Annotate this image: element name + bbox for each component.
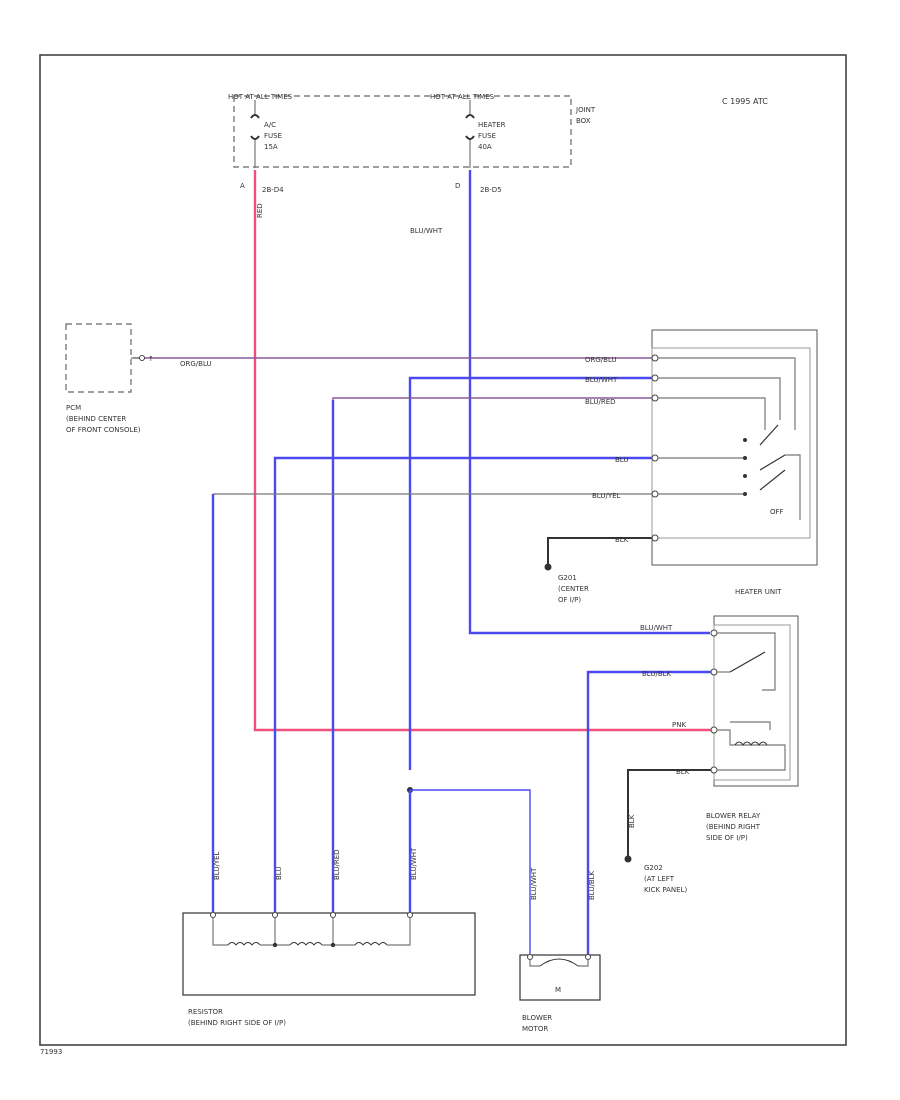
svg-text:D: D [455, 182, 460, 190]
svg-text:2B-D5: 2B-D5 [480, 186, 502, 194]
label-v-blu-wht-motor: BLU/WHT [530, 867, 538, 900]
label-blu-wht-relay: BLU/WHT [640, 624, 673, 632]
label-blu-wht-main: BLU/WHT [410, 227, 443, 235]
wire-blu-wht-switch [408, 376, 652, 770]
heater-unit-label: HEATER UNIT [735, 588, 782, 596]
label-org-blu-right: ORG/BLU [585, 356, 617, 364]
svg-text:M: M [555, 986, 561, 994]
wire-blk-relay-ground [627, 769, 712, 858]
svg-text:A: A [240, 182, 245, 190]
blower-resistor [182, 912, 476, 996]
label-blk-relay-vertical: BLK [628, 814, 636, 828]
label-v-blu-blk-motor: BLU/BLK [588, 870, 596, 900]
label-pnk: PNK [672, 721, 686, 729]
wire-blu [273, 456, 652, 912]
wire-blu-blk [586, 670, 712, 955]
heater-control-switch: OFF [651, 329, 818, 566]
label-blk-relay: BLK [676, 768, 690, 776]
fuse-box-left-label: HOT AT ALL TIMES [228, 93, 293, 101]
label-blu-yel-switch: BLU/YEL [592, 492, 621, 500]
fuse-box-outline [233, 95, 572, 168]
label-v-blu-red: BLU/RED [333, 849, 341, 880]
label-v-blu-wht: BLU/WHT [410, 847, 418, 880]
copyright-text: C 1995 ATC [722, 97, 768, 106]
svg-text:2B-D4: 2B-D4 [262, 186, 284, 194]
blower-relay [710, 615, 799, 787]
resistor-label: RESISTOR(BEHIND RIGHT SIDE OF I/P) [188, 1008, 286, 1027]
wire-blu-wht-motor [410, 789, 531, 955]
label-blk-switch: BLK [615, 536, 629, 544]
label-blu-red-switch: BLU/RED [585, 398, 616, 406]
label-blu-wht-switch: BLU/WHT [585, 376, 618, 384]
label-org-blu-left: ORG/BLU [180, 360, 212, 368]
diagram-frame [39, 54, 847, 1046]
label-red: RED [256, 203, 264, 218]
wire-blk-switch-ground [547, 537, 652, 566]
label-blu-blk-relay: BLU/BLK [642, 670, 672, 678]
svg-text:↑: ↑ [148, 355, 154, 363]
wire-blu-red [332, 397, 652, 912]
figure-id: 71993 [40, 1048, 62, 1056]
label-v-blu-yel: BLU/YEL [213, 851, 221, 880]
label-blu-switch: BLU [615, 456, 628, 464]
wire-red [253, 170, 712, 732]
fuse-box-right-label: HOT AT ALL TIMES [430, 93, 495, 101]
svg-text:OFF: OFF [770, 508, 784, 516]
label-v-blu: BLU [275, 867, 283, 880]
blower-motor: M [519, 954, 601, 1001]
wire-blu-wht-main [468, 170, 710, 635]
